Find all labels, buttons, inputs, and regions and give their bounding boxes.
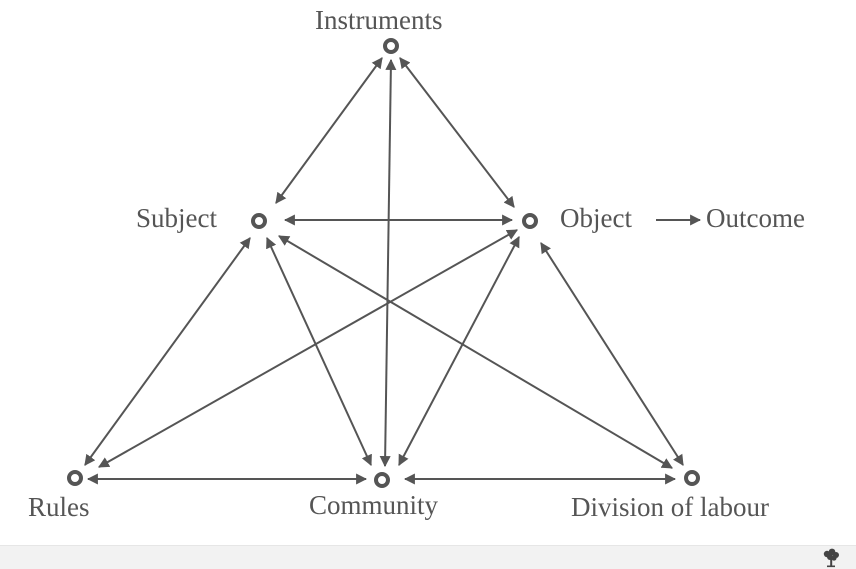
label-rules: Rules xyxy=(28,492,90,522)
edge-instruments-community xyxy=(379,58,397,468)
label-instruments: Instruments xyxy=(315,5,443,35)
edge-instruments-object xyxy=(399,57,515,208)
node-community-circle xyxy=(374,472,390,488)
edge-subject-rules xyxy=(84,237,251,466)
label-division: Division of labour xyxy=(571,492,769,522)
node-object-circle xyxy=(522,213,538,229)
edge-subject-division xyxy=(278,235,673,469)
label-outcome: Outcome xyxy=(706,203,805,233)
node-division-circle xyxy=(684,470,700,486)
label-subject: Subject xyxy=(136,203,217,233)
edge-object-community xyxy=(398,236,520,466)
node-instruments-circle xyxy=(383,38,399,54)
node-subject-circle xyxy=(251,213,267,229)
footer-bar xyxy=(0,545,856,569)
edge-subject-community xyxy=(266,236,372,467)
edge-object-rules xyxy=(98,229,518,468)
edge-object-division xyxy=(540,242,684,466)
edge-instruments-subject xyxy=(275,57,383,204)
node-rules-circle xyxy=(67,470,83,486)
label-object: Object xyxy=(560,203,632,233)
label-community: Community xyxy=(309,490,439,520)
tree-logo-icon xyxy=(823,548,839,568)
